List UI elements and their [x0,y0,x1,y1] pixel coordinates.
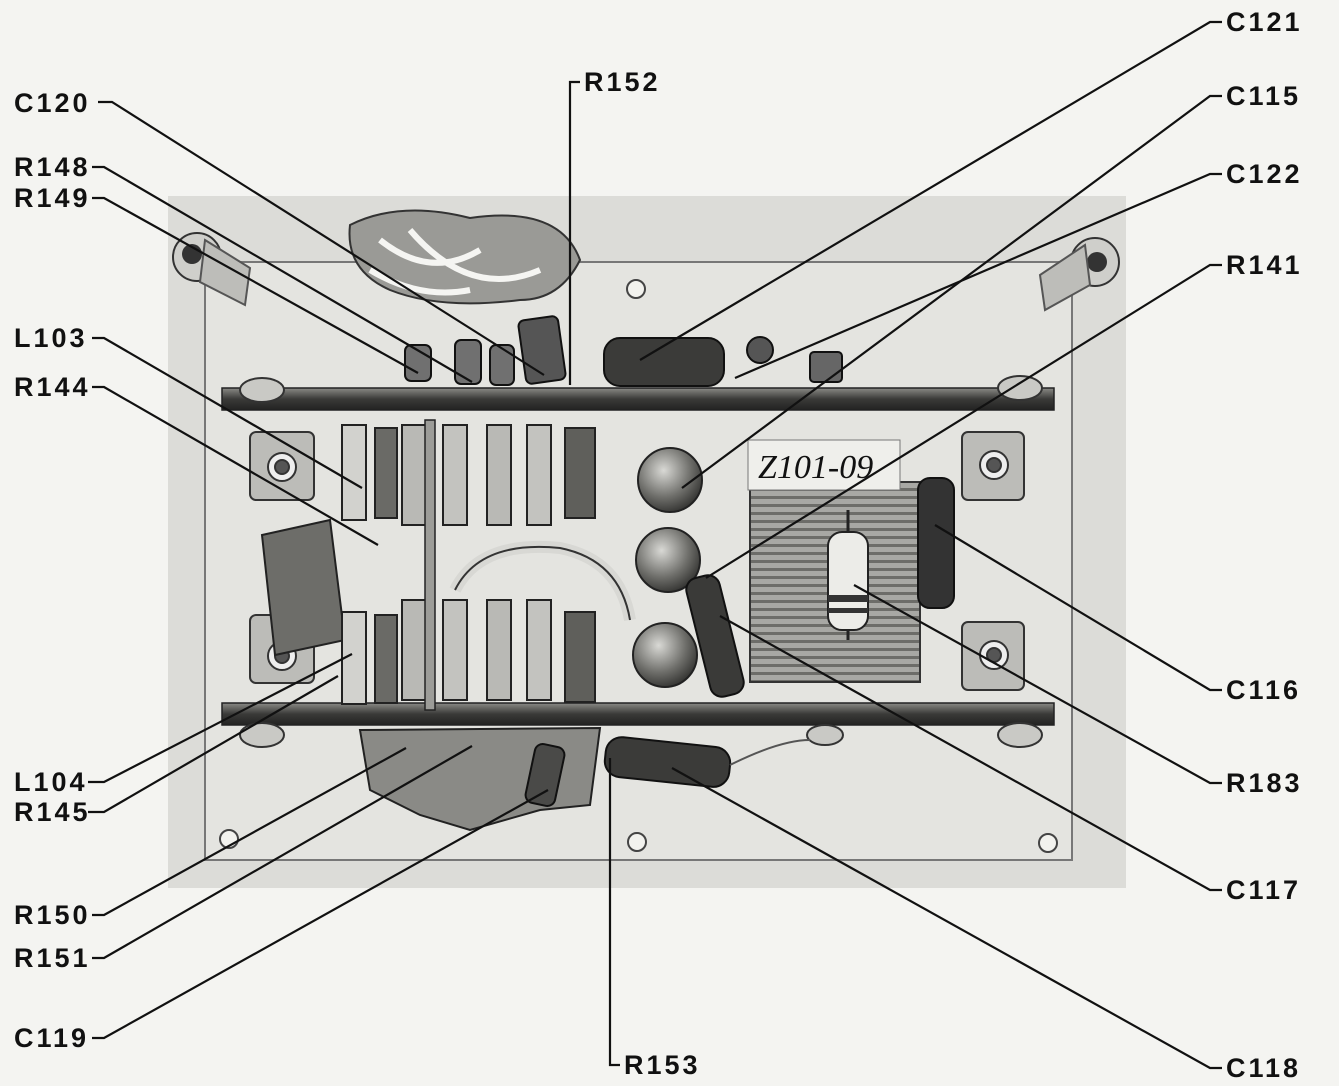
capacitor-c121-body [603,337,725,387]
left-tab-bracket [260,518,347,657]
coil-assembly-upper [341,424,596,526]
sphere-component [637,447,703,513]
mount-hole [627,832,647,852]
label-r151: R151 [14,943,91,973]
capacitor-c117-body [685,574,745,698]
capacitor-c116-body [917,477,955,609]
label-r183: R183 [1226,768,1303,798]
c118-body [603,736,732,788]
standoff-right [1038,237,1120,312]
label-c117: C117 [1226,875,1302,905]
bar-screws [239,375,1043,748]
wire-lead [729,739,811,766]
sphere-component [632,622,698,688]
c122-body [809,351,843,383]
label-r145: R145 [14,797,91,827]
top-resistors [404,339,515,386]
label-c119: C119 [14,1023,90,1053]
label-card [747,439,901,491]
coil-assembly-lower [341,599,596,705]
side-bracket-right [961,431,1025,691]
coil-divider [424,419,436,711]
terminal-strip-top [221,387,1055,411]
mount-hole [626,279,646,299]
label-r150: R150 [14,900,91,930]
label-c116: C116 [1226,675,1302,705]
leader-lines [88,20,1222,1070]
sphere-component [635,527,701,593]
label-r149: R149 [14,183,91,213]
label-r144: R144 [14,372,91,402]
cap-bead [746,336,774,364]
label-r152: R152 [584,67,661,97]
mount-hole [1038,833,1058,853]
label-r153: R153 [624,1050,701,1080]
board-marking: Z101-09 [758,449,873,486]
label-c118: C118 [1226,1053,1302,1083]
label-c122: C122 [1226,159,1303,189]
top-wires [368,228,542,296]
label-r148: R148 [14,152,91,182]
label-c120: C120 [14,88,91,118]
c119-body [524,743,566,807]
label-r141: R141 [1226,250,1303,280]
label-c121: C121 [1226,7,1303,37]
resistor-r183-body [827,510,869,640]
label-l103: L103 [14,323,88,353]
standoff-left [172,232,252,307]
label-c115: C115 [1226,81,1302,111]
label-l104: L104 [14,767,88,797]
terminal-strip-bottom [221,702,1055,726]
